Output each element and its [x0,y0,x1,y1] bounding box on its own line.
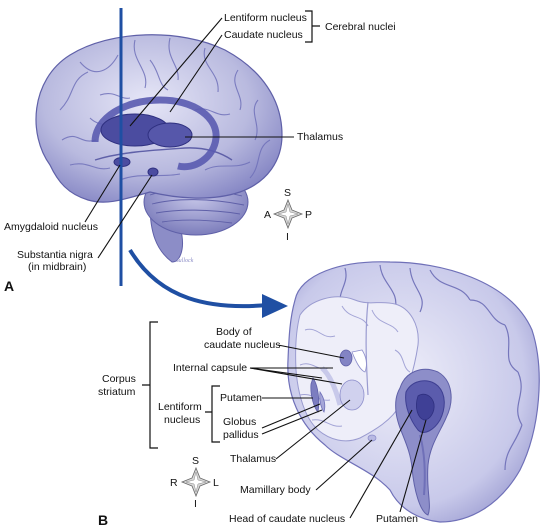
label-head-caudate: Head of caudate nucleus [229,513,345,525]
label-lentiform-nucleus: Lentiform nucleus [224,12,307,24]
lentiform-nucleus-bracket [205,385,220,443]
label-cerebral-nuclei: Cerebral nuclei [325,21,396,33]
section-arrow-head [262,294,288,318]
compass-b-inferior: I [194,498,197,510]
compass-b-superior: S [192,455,199,467]
leader-globus-1 [261,403,321,429]
leader-thalamus-b [275,399,351,460]
compass-b-right: R [170,477,178,489]
compass-rose-b: S I R L [170,455,219,510]
label-corpus-2: striatum [98,386,136,398]
label-thalamus-b: Thalamus [230,453,276,465]
leader-substantia-nigra [97,174,153,259]
label-putamen-b-right: Putamen [376,513,418,525]
label-caudate-nucleus: Caudate nucleus [224,29,303,41]
cerebral-nuclei-bracket [305,10,320,43]
compass-a-anterior: A [264,209,271,221]
label-body-caudate-1: Body of [216,326,252,338]
compass-b-left: L [213,477,219,489]
svg-text:Bullock: Bullock [175,258,194,264]
coronal-section-illustration [287,261,540,523]
label-mamillary-body: Mamillary body [240,484,311,496]
compass-a-inferior: I [286,231,289,243]
panel-label-a: A [4,278,14,294]
leader-body-caudate [277,344,345,359]
leader-amygdaloid [84,164,121,223]
leader-mamillary [315,439,373,491]
leader-lentiform-a [129,17,223,127]
corpus-striatum-bracket [142,321,158,449]
label-substantia-nigra-1: Substantia nigra [17,249,93,261]
leader-caudate-a [169,34,223,113]
compass-a-posterior: P [305,209,312,221]
label-lentiform-b-2: nucleus [164,414,200,426]
label-corpus-1: Corpus [102,373,136,385]
compass-rose-a: S I A P [264,187,312,243]
label-lentiform-b-1: Lentiform [158,401,202,413]
leader-head-caudate [349,409,413,519]
label-thalamus-a: Thalamus [297,131,343,143]
label-putamen-b: Putamen [220,392,262,404]
label-substantia-nigra-2: (in midbrain) [28,261,86,273]
lateral-brain-illustration: Bullock [35,34,283,264]
compass-a-superior: S [284,187,291,199]
label-globus-2: pallidus [223,429,259,441]
leader-internal-capsule-3 [249,367,343,385]
label-internal-capsule: Internal capsule [173,362,247,374]
panel-label-b: B [98,512,108,528]
label-globus-1: Globus [223,416,256,428]
leader-globus-2 [261,409,323,435]
label-body-caudate-2: caudate nucleus [204,339,280,351]
label-amygdaloid-nucleus: Amygdaloid nucleus [4,221,98,233]
leader-putamen-right [399,419,427,513]
section-arrow [128,248,269,309]
